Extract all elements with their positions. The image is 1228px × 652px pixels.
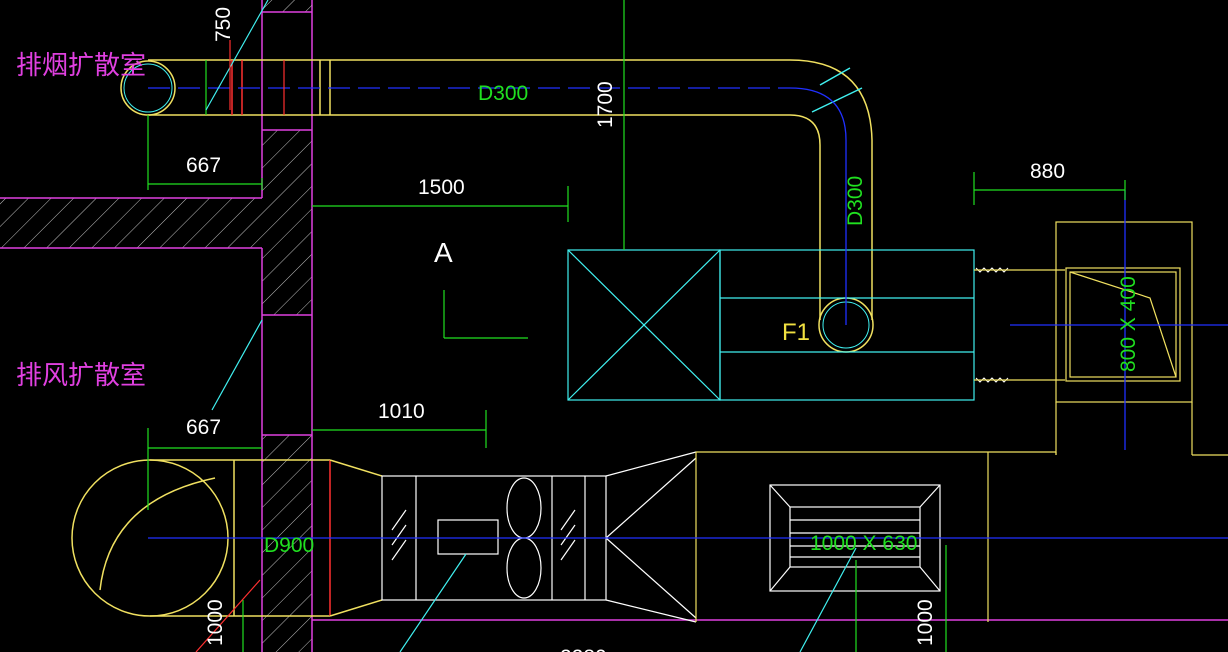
fan-unit-lower [381,451,697,623]
grille-label-1000x630: 1000 X 630 [810,532,917,555]
duct-label-d300-horizontal: D300 [478,82,528,105]
dim-667-bottom: 667 [186,416,221,439]
wall-vertical-upper [262,130,312,315]
grille-lower [769,484,941,592]
dimension-lines [147,0,1126,652]
centerlines [148,87,1228,539]
wall-horizontal [0,198,262,248]
fan-label-f1: F1 [782,319,810,346]
duct-label-d300-vertical: D300 [844,176,867,226]
duct-label-d900: D900 [264,534,314,557]
leaders [205,0,857,652]
grille-label-800x400: 800 X 400 [1117,276,1140,372]
dim-2280: 2280 [560,646,607,652]
dim-880: 880 [1030,160,1065,183]
dim-1000-left: 1000 [204,599,227,646]
dim-1000-right: 1000 [914,599,937,646]
section-mark-a: A [434,237,453,268]
fan-box [567,249,975,401]
dim-750: 750 [212,7,235,42]
dim-1700: 1700 [594,81,617,128]
dim-1500: 1500 [418,176,465,199]
smoke-room-label: 排烟扩散室 [16,51,146,81]
dim-1010: 1010 [378,400,425,423]
dim-667-top: 667 [186,154,221,177]
smoke-duct [148,59,873,320]
exhaust-room-label: 排风扩散室 [16,361,146,391]
